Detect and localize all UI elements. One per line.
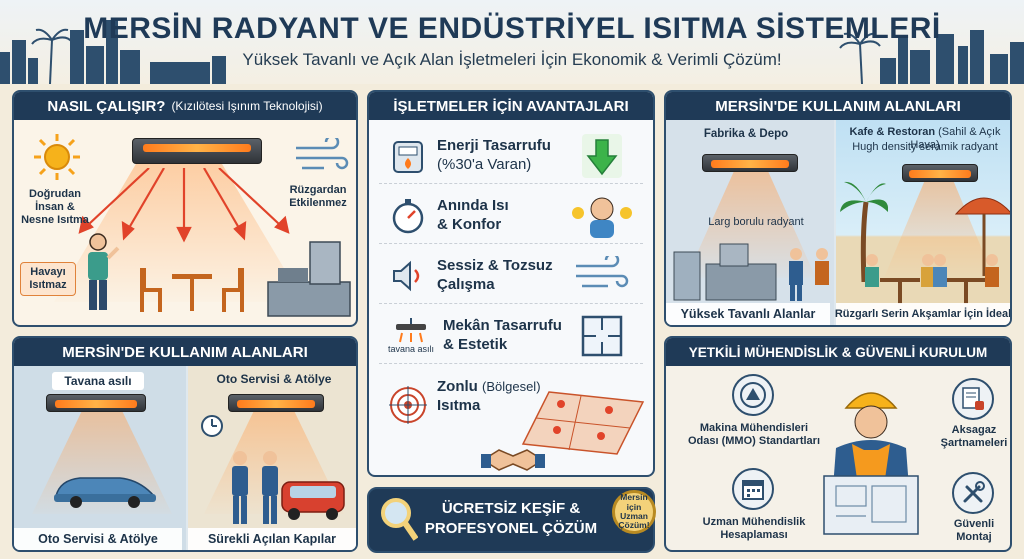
heater-right bbox=[228, 394, 324, 412]
factory-heater bbox=[702, 154, 798, 172]
calendar-icon bbox=[732, 468, 774, 510]
advantages-title: İŞLETMELER İÇİN AVANTAJLARI bbox=[393, 97, 629, 115]
heat-arrows bbox=[78, 168, 290, 243]
advantage-zonal: Zonlu (Bölgesel)Isıtma bbox=[379, 368, 643, 442]
how-it-works-panel: NASIL ÇALIŞIR? (Kızılötesi Işınım Teknol… bbox=[12, 90, 358, 327]
car-blue-icon bbox=[54, 477, 156, 508]
advantage-silent-sub: Çalışma bbox=[437, 275, 495, 293]
band-right-text: Sürekli Açılan Kapılar bbox=[207, 532, 337, 546]
tools-icon bbox=[952, 472, 994, 514]
air-flow-icon bbox=[567, 252, 637, 300]
engineer-figure bbox=[823, 392, 919, 535]
service-label: Oto Servisi & Atölye bbox=[216, 372, 332, 386]
advantage-zonal-title: Zonlu bbox=[437, 378, 478, 395]
stamp-document-icon bbox=[952, 378, 994, 420]
radiant-heater bbox=[132, 138, 262, 164]
advantage-instant-sub: & Konfor bbox=[437, 215, 502, 233]
zone-map-icon bbox=[521, 391, 645, 455]
wind-label: Rüzgardan Etkilenmez bbox=[289, 184, 347, 210]
palm-tree-icon bbox=[840, 181, 888, 282]
usage-areas-right-panel: MERSİN'DE KULLANIM ALANLARI Fabrika & De… bbox=[664, 90, 1012, 327]
advantage-zonal-sub: Isıtma bbox=[437, 396, 481, 414]
usage-areas-right-header: MERSİN'DE KULLANIM ALANLARI bbox=[666, 92, 1010, 120]
handshake-icon bbox=[481, 449, 545, 471]
cta-line-2: PROFESYONEL ÇÖZÜM bbox=[424, 519, 598, 537]
heater-left bbox=[46, 394, 146, 412]
advantage-zonal-note: (Bölgesel) bbox=[482, 379, 541, 394]
page-title: MERSİN RADYANT VE ENDÜSTRİYEL ISITMA SİS… bbox=[83, 12, 941, 45]
cta-line-1: ÜCRETSİZ KEŞİF & bbox=[441, 500, 581, 517]
car-red-icon bbox=[281, 481, 345, 520]
usage-areas-right-title: MERSİN'DE KULLANIM ALANLARI bbox=[715, 97, 961, 115]
band-left-text: Oto Servisi & Atölye bbox=[38, 532, 158, 546]
usage-areas-left-title: MERSİN'DE KULLANIM ALANLARI bbox=[62, 343, 308, 361]
engineering-title: YETKİLİ MÜHENDİSLİK & GÜVENLİ KURULUM bbox=[688, 344, 988, 360]
speaker-muted-icon bbox=[379, 253, 437, 299]
advantage-instant-title: Anında Isı bbox=[437, 196, 509, 214]
umbrella-icon bbox=[954, 197, 1010, 276]
mechanics-figures bbox=[232, 451, 278, 524]
how-it-works-title: NASIL ÇALIŞIR? bbox=[47, 97, 166, 115]
sun-icon bbox=[34, 134, 80, 180]
engineering-calc-label: Uzman Mühendislik Hesaplaması bbox=[702, 516, 806, 542]
advantage-instant: Anında Isı& Konfor bbox=[379, 188, 643, 244]
cafe-people bbox=[865, 254, 999, 304]
cafe-label-text: Kafe & Restoran bbox=[849, 126, 936, 138]
safe-install-label: Güvenli Montaj bbox=[953, 518, 995, 544]
stopwatch-icon bbox=[379, 193, 437, 239]
direct-heating-label: Doğrudan İnsan & Nesne Isıtma bbox=[21, 188, 89, 227]
advantages-panel: İŞLETMELER İÇİN AVANTAJLARI Enerji Tasar… bbox=[367, 90, 655, 477]
down-arrow-icon bbox=[567, 132, 637, 180]
cafe-band: Rüzgarlı Serin Akşamlar İçin İdeal bbox=[834, 303, 1012, 325]
advantage-energy: Enerji Tasarrufu(%30'a Varan) bbox=[379, 128, 643, 184]
ceiling-heater-icon: tavana asılı bbox=[379, 313, 443, 359]
happy-face-icon bbox=[567, 192, 637, 240]
band-left: Oto Servisi & Atölye bbox=[14, 528, 182, 550]
cafe-band-text: Rüzgarlı Serin Akşamlar İçin İdeal bbox=[834, 308, 1012, 320]
air-label: Havayı Isıtmaz bbox=[20, 262, 76, 297]
advantage-silent-title: Sessiz & Tozsuz bbox=[437, 256, 553, 274]
usage-areas-left-panel: MERSİN'DE KULLANIM ALANLARI Tavana asılı… bbox=[12, 336, 358, 552]
clock-icon bbox=[201, 415, 223, 437]
engineering-panel: YETKİLİ MÜHENDİSLİK & GÜVENLİ KURULUM Ma… bbox=[664, 336, 1012, 552]
cafe-heater bbox=[902, 164, 978, 182]
engineering-header: YETKİLİ MÜHENDİSLİK & GÜVENLİ KURULUM bbox=[666, 338, 1010, 366]
ceiling-label: Tavana asılı bbox=[52, 372, 144, 391]
how-it-works-note: (Kızılötesi Işınım Teknolojisi) bbox=[171, 99, 323, 113]
aksagaz-label: Aksagaz Şartnameleri bbox=[940, 424, 1008, 450]
magnifier-icon bbox=[381, 498, 418, 541]
mmo-standards-label: Makina Mühendisleri Odası (MMO) Standart… bbox=[687, 422, 821, 448]
cafe-subnote: Hugh density seramik radyant bbox=[852, 141, 998, 153]
cafe-furniture bbox=[140, 268, 244, 312]
factory-band: Yüksek Tavanlı Alanlar bbox=[666, 303, 830, 325]
advantage-energy-sub: (%30'a Varan) bbox=[437, 155, 532, 173]
advantages-header: İŞLETMELER İÇİN AVANTAJLARI bbox=[369, 92, 653, 120]
factory-note: Larg borulu radyant bbox=[708, 216, 804, 228]
gas-meter-icon bbox=[379, 133, 437, 179]
advantage-space-sub: & Estetik bbox=[443, 335, 508, 353]
factory-machines bbox=[673, 243, 829, 301]
wind-icon bbox=[296, 138, 349, 170]
mmo-logo-icon bbox=[732, 374, 774, 416]
usage-areas-left-header: MERSİN'DE KULLANIM ALANLARI bbox=[14, 338, 356, 366]
cafe-label: Kafe & Restoran (Sahil & Açık Hava) bbox=[838, 126, 1010, 152]
factory-label: Fabrika & Depo bbox=[703, 128, 789, 140]
machine-figure bbox=[267, 241, 351, 317]
expert-badge: Mersin için Uzman Çözüm! bbox=[612, 490, 656, 534]
cafe-label-note: (Sahil & Açık Hava) bbox=[910, 126, 1001, 152]
factory-band-text: Yüksek Tavanlı Alanlar bbox=[680, 307, 816, 321]
ceiling-mounted-note: tavana asılı bbox=[387, 343, 435, 354]
target-icon bbox=[379, 382, 437, 428]
person-figure bbox=[88, 233, 120, 310]
advantage-energy-title: Enerji Tasarrufu bbox=[437, 136, 551, 154]
page-subtitle: Yüksek Tavanlı ve Açık Alan İşletmeleri … bbox=[242, 50, 782, 69]
band-right: Sürekli Açılan Kapılar bbox=[188, 528, 356, 550]
how-it-works-header: NASIL ÇALIŞIR? (Kızılötesi Işınım Teknol… bbox=[14, 92, 356, 120]
advantage-space: tavana asılı Mekân Tasarrufu& Estetik bbox=[379, 308, 643, 364]
floor-plan-icon bbox=[567, 312, 637, 360]
advantage-space-title: Mekân Tasarrufu bbox=[443, 316, 562, 334]
